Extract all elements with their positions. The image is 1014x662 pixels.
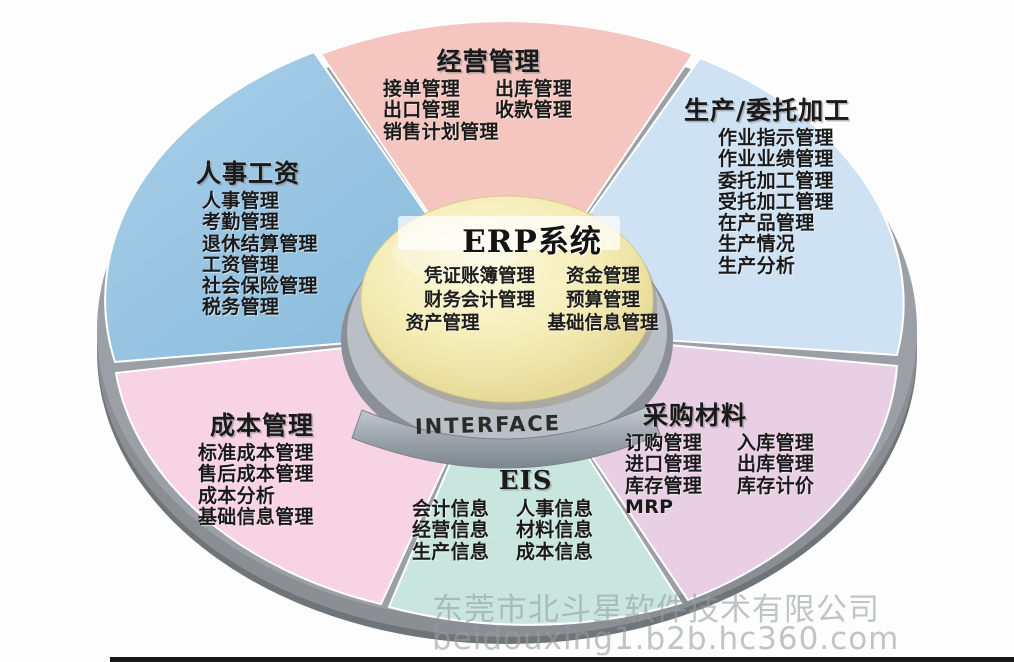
item: 在产品管理 bbox=[718, 212, 815, 235]
item: 库存管理 bbox=[625, 474, 703, 497]
item: 社会保险管理 bbox=[202, 275, 318, 298]
item: 入库管理 bbox=[737, 432, 815, 454]
item: 生产信息 bbox=[412, 540, 490, 563]
item: 接单管理 bbox=[383, 78, 461, 100]
sector-business bbox=[319, 20, 695, 332]
sector-label-purchase: 采购材料 订购管理 入库管理 进口管理 出库管理 库存管理 库存计价 MRP bbox=[625, 402, 814, 518]
interface-band bbox=[351, 405, 661, 469]
item: 考勤管理 bbox=[202, 211, 280, 234]
item: MRP bbox=[625, 495, 674, 518]
item: 生产分析 bbox=[718, 254, 796, 277]
item: 委托加工管理 bbox=[718, 169, 834, 192]
item: 成本分析 bbox=[198, 484, 276, 507]
item: 收款管理 bbox=[495, 99, 573, 122]
item: 标准成本管理 bbox=[198, 442, 314, 464]
item: 售后成本管理 bbox=[198, 463, 314, 486]
item: 出库管理 bbox=[737, 453, 815, 476]
item: 作业指示管理 bbox=[718, 127, 834, 149]
item: 出口管理 bbox=[383, 99, 461, 122]
erp-title-en: ERP bbox=[462, 224, 538, 260]
sector-items-purchase: 订购管理 入库管理 进口管理 出库管理 库存管理 库存计价 MRP bbox=[625, 432, 815, 518]
sector-title-purchase: 采购材料 bbox=[643, 401, 748, 430]
interface-band-label: INTERFACE bbox=[414, 411, 562, 439]
watermark-company: 东莞市北斗星软件技术有限公司 bbox=[432, 592, 880, 628]
center-hub-items: 凭证账簿管理 资金管理 财务会计管理 预算管理 资产管理 基础信息管理 bbox=[386, 265, 678, 336]
item: 材料信息 bbox=[516, 519, 594, 542]
item: 财务会计管理 bbox=[423, 289, 535, 311]
sector-title-business: 经营管理 bbox=[436, 47, 541, 76]
item: 经营信息 bbox=[412, 519, 490, 542]
item: 人事信息 bbox=[516, 498, 594, 521]
item: 库存计价 bbox=[737, 474, 815, 497]
erp-title: ERP系统 bbox=[386, 216, 678, 261]
item: 作业业绩管理 bbox=[718, 148, 834, 171]
sector-title-production: 生产/委托加工 bbox=[684, 96, 851, 125]
sector-label-hr: 人事工资 人事管理 考勤管理 退休结算管理 工资管理 社会保险管理 税务管理 bbox=[190, 160, 318, 319]
item: 出库管理 bbox=[495, 78, 573, 100]
sector-eis bbox=[387, 327, 683, 626]
sector-items-hr: 人事管理 考勤管理 退休结算管理 工资管理 社会保险管理 税务管理 bbox=[190, 190, 318, 319]
sector-label-business: 经营管理 接单管理 出库管理 出口管理 收款管理 销售计划管理 bbox=[383, 48, 572, 143]
item: 税务管理 bbox=[202, 296, 280, 319]
watermark-url: beidouxing1.b2b.hc360.com bbox=[432, 621, 900, 657]
item: 受托加工管理 bbox=[718, 190, 834, 213]
sector-items-eis: 会计信息 人事信息 经营信息 材料信息 生产信息 成本信息 bbox=[412, 498, 594, 563]
sector-items-business: 接单管理 出库管理 出口管理 收款管理 销售计划管理 bbox=[383, 78, 573, 143]
item: 退休结算管理 bbox=[202, 232, 318, 255]
item: 资产管理 bbox=[405, 313, 480, 335]
bottom-bar bbox=[110, 657, 1014, 662]
item: 资金管理 bbox=[565, 266, 640, 287]
item: 订购管理 bbox=[625, 432, 703, 454]
item: 进口管理 bbox=[625, 453, 703, 476]
item: 成本信息 bbox=[516, 540, 594, 563]
center-hub-label: ERP系统 凭证账簿管理 资金管理 财务会计管理 预算管理 资产管理 基础信息管理 bbox=[386, 216, 678, 336]
item: 基础信息管理 bbox=[198, 505, 314, 528]
item: 生产情况 bbox=[718, 233, 796, 256]
item: 人事管理 bbox=[202, 190, 280, 212]
center-hub bbox=[360, 195, 657, 410]
sector-items-cost: 标准成本管理 售后成本管理 成本分析 基础信息管理 bbox=[198, 442, 314, 528]
item: 预算管理 bbox=[565, 289, 640, 311]
sector-title-eis: EIS bbox=[498, 466, 553, 496]
sector-title-hr: 人事工资 bbox=[196, 159, 301, 188]
item: 基础信息管理 bbox=[547, 313, 659, 335]
item: 凭证账簿管理 bbox=[423, 266, 535, 287]
sector-label-eis: EIS 会计信息 人事信息 经营信息 材料信息 生产信息 成本信息 bbox=[412, 466, 594, 563]
sector-title-cost: 成本管理 bbox=[210, 411, 315, 440]
item: 工资管理 bbox=[202, 253, 280, 276]
sector-label-production: 生产/委托加工 作业指示管理 作业业绩管理 委托加工管理 受托加工管理 在产品管… bbox=[678, 97, 850, 277]
item: 销售计划管理 bbox=[383, 120, 499, 143]
sector-label-cost: 成本管理 标准成本管理 售后成本管理 成本分析 基础信息管理 bbox=[198, 412, 314, 528]
erp-title-cn: 系统 bbox=[537, 224, 602, 260]
item: 会计信息 bbox=[412, 498, 490, 521]
sector-items-production: 作业指示管理 作业业绩管理 委托加工管理 受托加工管理 在产品管理 生产情况 生… bbox=[678, 127, 850, 277]
